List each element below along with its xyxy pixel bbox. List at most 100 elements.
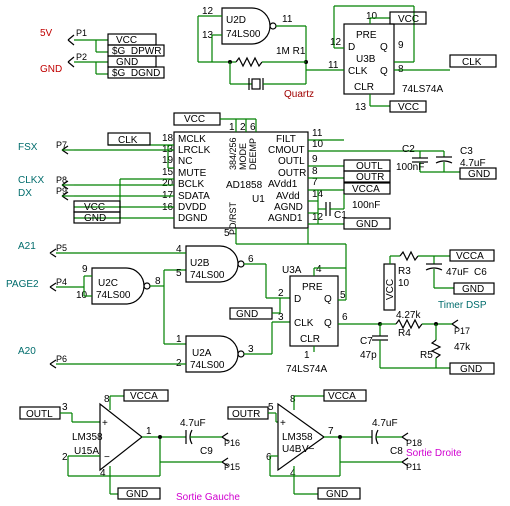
u2b-nand-gate: U2B 74LS00 4 5 6 — [56, 244, 290, 299]
svg-text:47p: 47p — [360, 350, 377, 361]
svg-text:6: 6 — [342, 312, 348, 323]
sortie-gauche-label: Sortie Gauche — [176, 492, 240, 503]
svg-text:Q: Q — [380, 42, 388, 53]
svg-text:C7: C7 — [360, 336, 373, 347]
svg-text:CLR: CLR — [300, 334, 320, 345]
svg-text:+: + — [102, 418, 108, 429]
signal-a20: A20 — [18, 346, 36, 357]
u3a-flip-flop: PRE D CLK Q Q CLR U3A 74LS74A 4 2 3 5 6 … — [229, 228, 382, 375]
svg-text:384/256: 384/256 — [228, 137, 238, 170]
svg-text:C2: C2 — [402, 144, 415, 155]
svg-text:U4B: U4B — [282, 444, 302, 455]
net-box-g-dgnd — [107, 66, 165, 79]
svg-text:CLK: CLK — [294, 318, 314, 329]
svg-text:15: 15 — [162, 167, 174, 178]
u2d-label: U2D — [226, 15, 246, 26]
net-box-g-dpwr-label: $G_DPWR — [112, 46, 161, 57]
svg-text:R4: R4 — [398, 328, 411, 339]
svg-text:GND: GND — [126, 489, 148, 500]
svg-text:P6: P6 — [56, 354, 67, 364]
svg-text:C9: C9 — [200, 446, 213, 457]
svg-text:R5: R5 — [420, 350, 433, 361]
u2d-type: 74LS00 — [226, 29, 261, 40]
svg-text:8: 8 — [290, 394, 296, 405]
svg-text:1: 1 — [176, 334, 182, 345]
svg-text:SDATA: SDATA — [178, 191, 210, 202]
u3b-type: 74LS74A — [402, 84, 443, 95]
svg-text:1: 1 — [229, 122, 235, 133]
svg-text:5: 5 — [268, 402, 274, 413]
svg-text:47uF: 47uF — [446, 267, 469, 278]
svg-text:20: 20 — [162, 178, 174, 189]
svg-text:U2B: U2B — [190, 258, 210, 269]
svg-text:1: 1 — [146, 426, 152, 437]
svg-text:4.7uF: 4.7uF — [372, 418, 398, 429]
signal-dx: DX — [18, 188, 32, 199]
net-box-g-dgnd-label: $G_DGND — [112, 68, 160, 79]
svg-text:Q: Q — [380, 66, 388, 77]
quartz-label: Quartz — [284, 89, 314, 100]
svg-text:Q: Q — [324, 318, 332, 329]
svg-text:U15A: U15A — [74, 446, 99, 457]
svg-text:VCCA: VCCA — [130, 391, 158, 402]
svg-text:OUTR: OUTR — [356, 172, 384, 183]
svg-text:U3A: U3A — [282, 265, 302, 276]
ad1858-dac: VCC MCLK LRCLK NC MUTE BCLK SDATA DVDD D… — [73, 112, 497, 244]
clk-box-label: CLK — [462, 57, 482, 68]
svg-text:6: 6 — [248, 254, 254, 265]
svg-text:6: 6 — [266, 452, 272, 463]
svg-text:4: 4 — [100, 468, 106, 479]
svg-text:LRCLK: LRCLK — [178, 145, 211, 156]
svg-text:GND: GND — [468, 169, 490, 180]
svg-text:CLK: CLK — [118, 135, 138, 146]
svg-text:U2C: U2C — [98, 278, 118, 289]
svg-text:PD/RST: PD/RST — [228, 201, 238, 235]
svg-text:2: 2 — [278, 288, 284, 299]
svg-text:11: 11 — [328, 60, 339, 71]
svg-text:6: 6 — [250, 122, 256, 133]
u2a-nand-gate: U2A 74LS00 1 2 3 — [56, 321, 290, 373]
svg-text:2: 2 — [240, 122, 246, 133]
svg-text:P16: P16 — [224, 438, 240, 448]
net-box-gnd-label: GND — [116, 57, 138, 68]
u2c-nand-gate: U2C 74LS00 9 10 8 — [56, 264, 186, 345]
label-5v: 5V — [40, 28, 53, 39]
svg-text:GND: GND — [236, 309, 258, 320]
svg-text:74LS74A: 74LS74A — [286, 364, 327, 375]
svg-text:100nF: 100nF — [396, 162, 424, 173]
svg-text:DVDD: DVDD — [178, 202, 206, 213]
svg-text:74LS00: 74LS00 — [190, 360, 225, 371]
u15a-opamp: OUTL LM358 U15A + − 3 2 8 1 4 VCCA GND 4… — [19, 389, 240, 503]
svg-text:CLR: CLR — [354, 82, 374, 93]
svg-text:5: 5 — [176, 268, 182, 279]
svg-text:P5: P5 — [56, 243, 67, 253]
u2d-nand-gate: U2D 74LS00 12 13 11 1M R1 Quartz — [197, 6, 314, 100]
svg-text:D: D — [294, 294, 301, 305]
svg-text:4.7uF: 4.7uF — [460, 158, 486, 169]
svg-text:100nF: 100nF — [352, 200, 380, 211]
svg-text:8: 8 — [312, 166, 318, 177]
svg-text:GND: GND — [356, 219, 378, 230]
svg-text:Q: Q — [324, 294, 332, 305]
sortie-droite-label: Sortie Droite — [406, 448, 462, 459]
svg-text:V−: V− — [302, 444, 315, 455]
svg-text:FILT: FILT — [276, 134, 296, 145]
svg-text:1: 1 — [304, 350, 310, 361]
svg-text:12: 12 — [330, 37, 342, 48]
svg-text:AVdd1: AVdd1 — [268, 179, 298, 190]
svg-text:OUTL: OUTL — [26, 409, 53, 420]
svg-text:4.7uF: 4.7uF — [180, 418, 206, 429]
svg-text:NC: NC — [178, 156, 192, 167]
power-connector-group: 5V GND P1 P2 VCC $G_DPWR GND $G_DGND — [40, 28, 165, 79]
svg-text:+: + — [280, 418, 286, 429]
svg-text:C6: C6 — [474, 267, 487, 278]
svg-text:R3: R3 — [398, 266, 411, 277]
svg-text:U2A: U2A — [192, 348, 212, 359]
svg-text:AGND: AGND — [274, 202, 303, 213]
svg-text:9: 9 — [82, 264, 88, 275]
svg-text:VCCA: VCCA — [328, 391, 356, 402]
svg-text:OUTL: OUTL — [278, 156, 305, 167]
svg-text:VCCA: VCCA — [352, 184, 380, 195]
